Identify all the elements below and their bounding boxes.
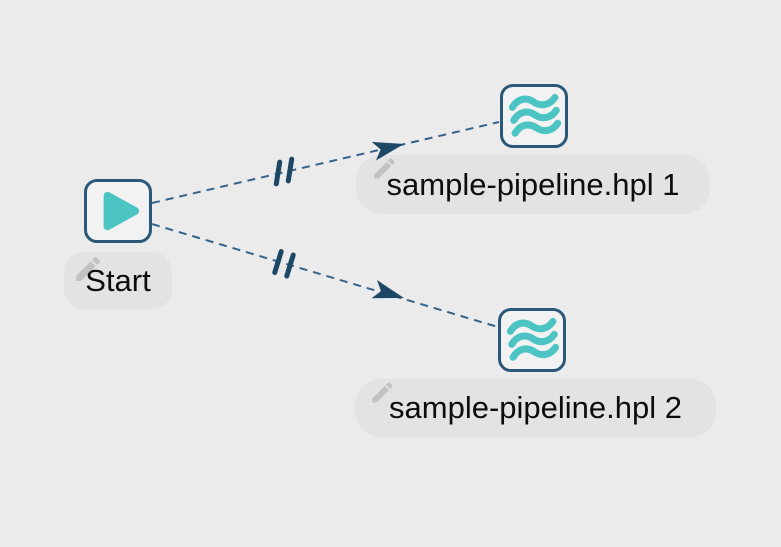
pipeline-1-action-name: sample-pipeline.hpl 1 — [386, 166, 680, 202]
pipeline-2-action-name: sample-pipeline.hpl 2 — [389, 390, 682, 425]
pipeline-1-action-box[interactable] — [500, 84, 568, 148]
start-action-label[interactable]: Start — [64, 252, 172, 309]
pipeline-2-action-label[interactable]: sample-pipeline.hpl 2 — [355, 379, 716, 437]
parallel-indicator-hop-1 — [273, 156, 295, 187]
play-icon — [103, 191, 140, 231]
pipeline-1-action-label[interactable]: sample-pipeline.hpl 1 — [356, 155, 710, 214]
edit-pencil-icon — [76, 256, 101, 281]
parallel-indicator-hop-2 — [272, 248, 296, 279]
pipeline-2-action-box[interactable] — [498, 308, 566, 372]
start-action-box[interactable] — [84, 179, 152, 243]
hop-line-start-to-pipeline-2[interactable] — [151, 223, 499, 328]
edit-pencil-icon — [372, 382, 393, 403]
edit-pencil-icon — [374, 158, 395, 179]
waves-icon — [508, 93, 561, 137]
start-action-name: Start — [85, 262, 151, 298]
waves-icon — [506, 317, 559, 361]
hop-arrow-start-to-pipeline-2[interactable] — [371, 280, 407, 307]
